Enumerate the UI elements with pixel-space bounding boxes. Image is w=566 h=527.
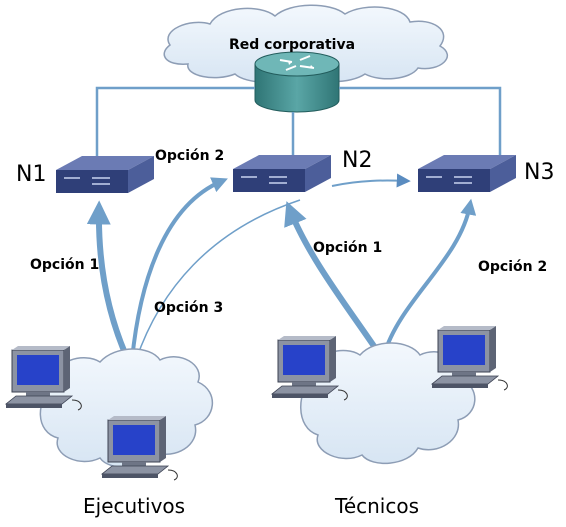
router-icon <box>254 51 340 113</box>
tecnicos-links <box>284 198 477 357</box>
option2-top-label: Opción 2 <box>155 148 225 164</box>
switch-n3-icon <box>418 155 516 192</box>
tecnicos-cloud <box>300 342 476 465</box>
tecnicos-option1-arrow <box>284 201 383 357</box>
option2-right-label: Opción 2 <box>478 259 548 275</box>
option3-label: Opción 3 <box>154 300 224 316</box>
ejecutivos-option3-link <box>135 199 301 361</box>
tecnicos-option2-arrow <box>382 198 477 356</box>
node-n1-label: N1 <box>16 162 47 187</box>
node-n2-label: N2 <box>342 148 373 173</box>
ejecutivos-label: Ejecutivos <box>83 494 186 518</box>
ejecutivos-option1-arrow <box>86 200 131 362</box>
option1-left-label: Opción 1 <box>30 257 100 273</box>
computer-icon <box>4 346 82 411</box>
switch-n1-icon <box>56 156 154 193</box>
backbone-links <box>95 86 502 165</box>
tecnicos-label: Técnicos <box>335 494 420 518</box>
computer-icon <box>430 326 508 391</box>
node-n3-label: N3 <box>524 160 555 185</box>
option1-right-label: Opción 1 <box>313 240 383 256</box>
ejecutivos-option2-arrow <box>130 177 228 361</box>
corporate-network-label: Red corporativa <box>229 37 356 53</box>
ejecutivos-links <box>86 177 301 362</box>
computer-icon <box>100 416 178 481</box>
computer-icon <box>270 336 348 401</box>
n2-n3-arrow <box>331 173 411 188</box>
corporate-network-cloud <box>163 4 448 84</box>
ejecutivos-cloud <box>39 348 214 468</box>
switch-n2-icon <box>233 155 331 192</box>
